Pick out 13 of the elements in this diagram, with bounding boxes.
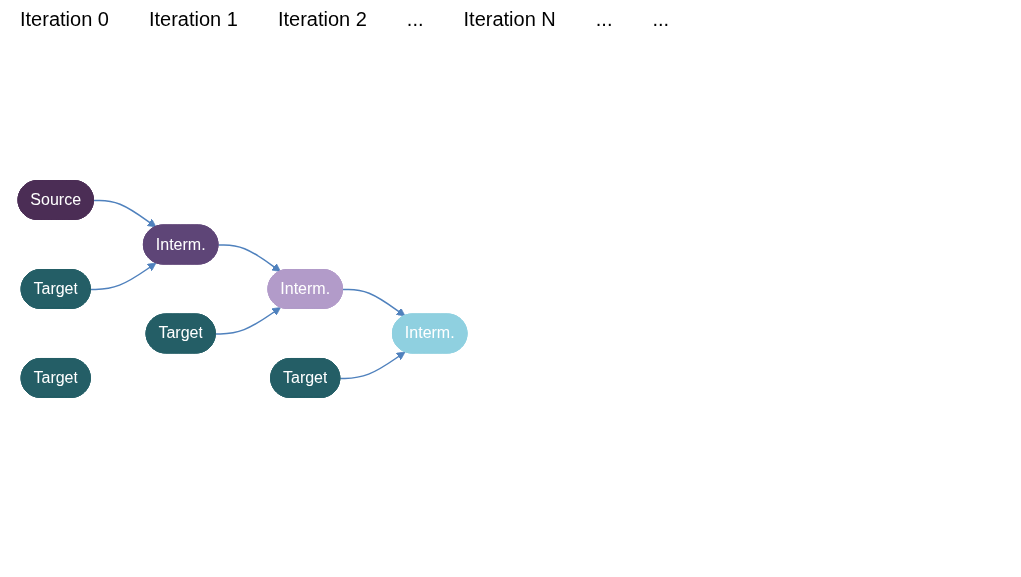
column-heading: ... (406, 8, 424, 31)
column-heading: Iteration N (463, 8, 556, 31)
arrow (215, 307, 281, 335)
arrow (93, 199, 157, 228)
column-heading: ... (595, 8, 613, 31)
column-heading: Iteration 2 (277, 8, 367, 31)
column-heading: ... (652, 8, 670, 31)
arrow (217, 244, 281, 272)
column-heading: Iteration 0 (20, 8, 109, 31)
arrow (339, 351, 406, 380)
arrow (342, 288, 406, 317)
arrow (90, 262, 157, 291)
column-heading: Iteration 1 (148, 8, 238, 31)
